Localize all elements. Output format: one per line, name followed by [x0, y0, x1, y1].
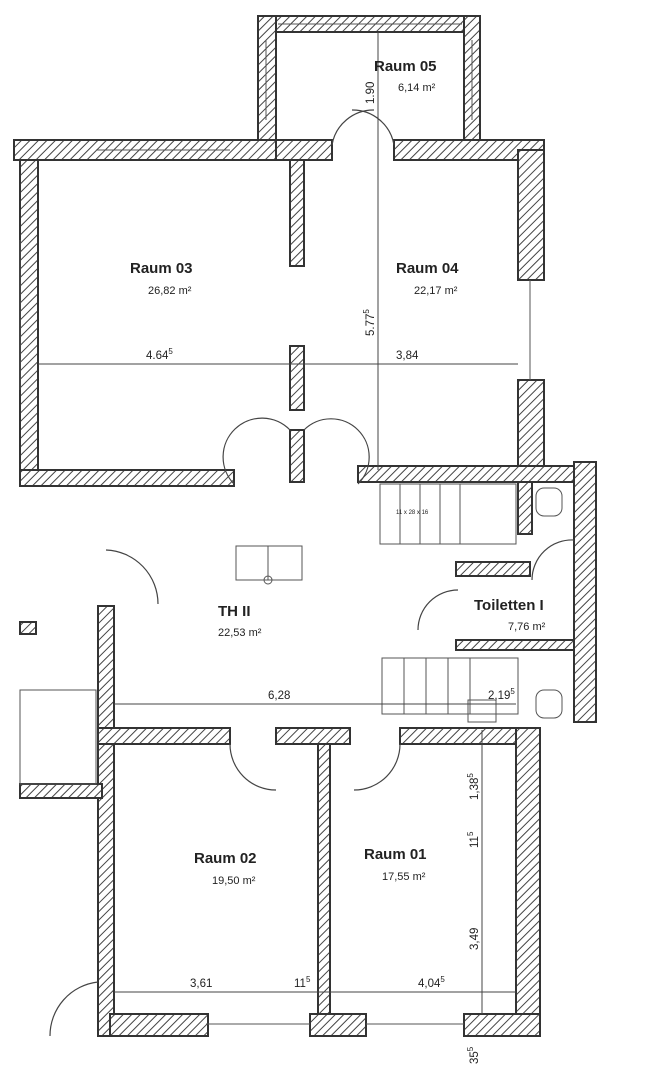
dim-464: 4.645 — [146, 347, 173, 362]
windows — [19, 23, 531, 1025]
doors — [49, 109, 575, 1037]
wall-top-mid — [275, 139, 333, 161]
wall-left-th2 — [97, 605, 115, 1037]
dim-11-vertical: 115 — [466, 831, 481, 848]
dim-577: 5.775 — [362, 309, 377, 336]
wall-bottom-raum04 — [357, 465, 597, 483]
dim-384: 3,84 — [396, 350, 419, 362]
wall-divider-bottom — [289, 345, 305, 411]
room-name-toiletten: Toiletten I — [474, 597, 544, 614]
room-labels: Raum 05 6,14 m² Raum 03 26,82 m² Raum 04… — [130, 58, 546, 887]
dim-361: 3,61 — [190, 978, 212, 990]
dim-628: 6,28 — [268, 690, 290, 702]
room-name-raum03: Raum 03 — [130, 260, 193, 277]
wall-left-stub — [19, 621, 37, 635]
room-name-th2: TH II — [218, 603, 251, 620]
sanitary — [467, 487, 563, 723]
wall-left-balcony — [19, 783, 103, 799]
dim-138: 1,385 — [466, 773, 481, 800]
wall-bottom-raum03 — [19, 469, 235, 487]
walls — [13, 15, 597, 1037]
dim-11-horizontal: 115 — [294, 975, 311, 990]
wall-divider-top — [289, 159, 305, 267]
wall-bottom-left — [109, 1013, 209, 1037]
wall-right-raum04-bottom — [517, 379, 545, 481]
dimension-lines — [38, 32, 518, 1014]
wall-left-raum03 — [19, 159, 39, 487]
room-name-raum01: Raum 01 — [364, 846, 427, 863]
wall-right-raum01 — [515, 727, 541, 1031]
room-area-raum01: 17,55 m² — [382, 871, 426, 883]
stairs — [235, 483, 519, 715]
dim-35: 355 — [466, 1046, 481, 1064]
wall-right-toilets — [573, 461, 597, 723]
wall-stair-lower — [455, 561, 531, 577]
room-area-th2: 22,53 m² — [218, 627, 262, 639]
wall-toilet-lower — [455, 639, 575, 651]
room-name-raum05: Raum 05 — [374, 58, 437, 75]
wall-top-raum02 — [97, 727, 231, 745]
dim-349: 3,49 — [469, 928, 481, 950]
room-area-raum02: 19,50 m² — [212, 875, 256, 887]
wall-top-mid2 — [275, 727, 351, 745]
wall-bottom-right — [463, 1013, 541, 1037]
wall-divider-lower-rooms — [317, 743, 331, 1017]
room-name-raum02: Raum 02 — [194, 850, 257, 867]
dim-190: 1.90 — [365, 82, 377, 104]
room-area-raum05: 6,14 m² — [398, 82, 436, 94]
wall-bottom-mid — [309, 1013, 367, 1037]
room-name-raum04: Raum 04 — [396, 260, 459, 277]
stair-note: 11 x 28 x 16 — [396, 510, 429, 516]
wall-toilet-inner — [517, 481, 533, 535]
dim-219: 2,195 — [488, 687, 515, 702]
wall-raum05-left — [257, 15, 277, 145]
wall-right-raum04-top — [517, 149, 545, 281]
dimension-labels: 1.90 5.775 4.645 3,84 6,28 2,195 1,385 1… — [146, 82, 515, 1064]
room-area-toiletten: 7,76 m² — [508, 621, 546, 633]
room-area-raum04: 22,17 m² — [414, 285, 458, 297]
dim-404: 4,045 — [418, 975, 445, 990]
wall-divider-lower — [289, 429, 305, 483]
room-area-raum03: 26,82 m² — [148, 285, 192, 297]
